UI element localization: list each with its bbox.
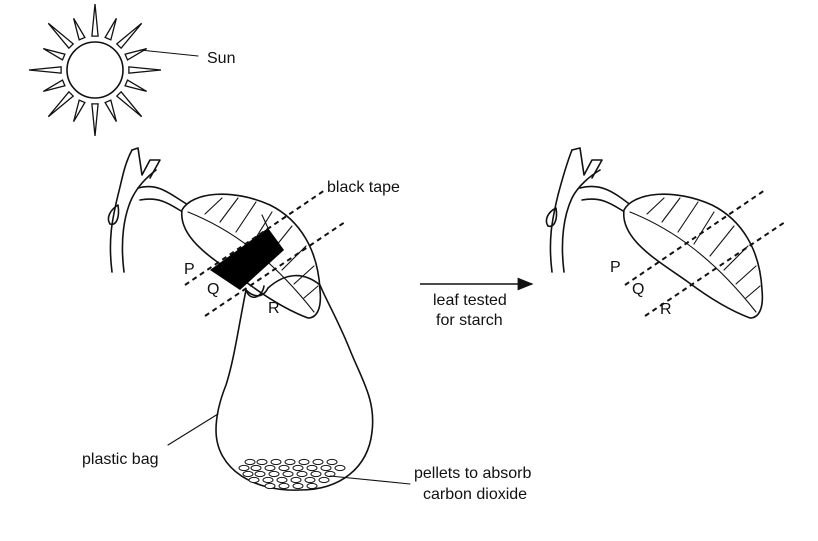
right-dashed-line-q [644,221,786,317]
plastic-bag-label: plastic bag [82,451,159,468]
pellets [238,458,346,490]
sun-ray [128,66,162,74]
pellet [310,470,322,478]
pellet [248,476,260,484]
sun-ray [115,90,143,118]
pellet [292,464,304,472]
pellet [290,476,302,484]
right-label-q: Q [632,281,644,298]
pellet [284,458,296,466]
pellet [276,476,288,484]
pellet [306,482,318,490]
pellet [262,476,274,484]
pellets-label-line2: carbon dioxide [423,486,527,503]
sun-ray [47,90,75,118]
sun-ray [91,3,99,37]
sun-ray [72,17,86,41]
pellet [298,458,310,466]
pellet [324,470,336,478]
sun-icon [28,3,162,137]
pellets-leader-line [329,475,411,485]
left-label-r: R [268,300,280,317]
pellet [278,464,290,472]
pellet [278,482,290,490]
bag-neck [245,285,265,298]
sun-ray [47,22,75,50]
pellet [264,482,276,490]
pellet [320,464,332,472]
pellet [296,470,308,478]
black-tape-label: black tape [327,179,400,196]
right-leaf [623,193,764,319]
pellets-label-line1: pellets to absorb [414,465,532,482]
black-tape-leader-line [261,214,269,229]
pellet [282,470,294,478]
sun-ray [115,22,143,50]
dashed-line-q [204,221,346,317]
pellet [292,482,304,490]
arrow-label-line1: leaf tested [433,292,507,309]
pellet [304,476,316,484]
pellet [334,464,346,472]
pellet [270,458,282,466]
sun-ray [124,47,148,61]
pellet [256,458,268,466]
right-label-p: P [610,259,621,276]
arrow-label-line2: for starch [436,312,503,329]
pellet [326,458,338,466]
pellet [264,464,276,472]
sun-label: Sun [207,50,235,67]
pellet [254,470,266,478]
pellet [238,464,250,472]
sun-ray [104,99,118,123]
pellet [306,464,318,472]
right-plant-stem [545,147,633,273]
left-plant-stem [107,147,191,273]
sun-ray [28,66,62,74]
plastic-bag [215,274,374,491]
pellet [318,476,330,484]
sun-ray [42,79,66,93]
pellet [244,458,256,466]
right-label-r: R [660,301,672,318]
sun-ray [72,99,86,123]
pellet [250,464,262,472]
sun-ray [124,79,148,93]
dashed-line-p [184,189,326,286]
left-label-p: P [184,261,195,278]
sun-ray [104,17,118,41]
pellet [242,470,254,478]
sun-ray [91,103,99,137]
pellet [268,470,280,478]
sun-ray [42,47,66,61]
left-label-q: Q [207,281,219,298]
sun-leader-line [139,49,199,57]
pellet [312,458,324,466]
right-dashed-line-p [624,189,766,286]
black-tape [210,228,284,290]
plastic-bag-leader-line [167,413,219,446]
